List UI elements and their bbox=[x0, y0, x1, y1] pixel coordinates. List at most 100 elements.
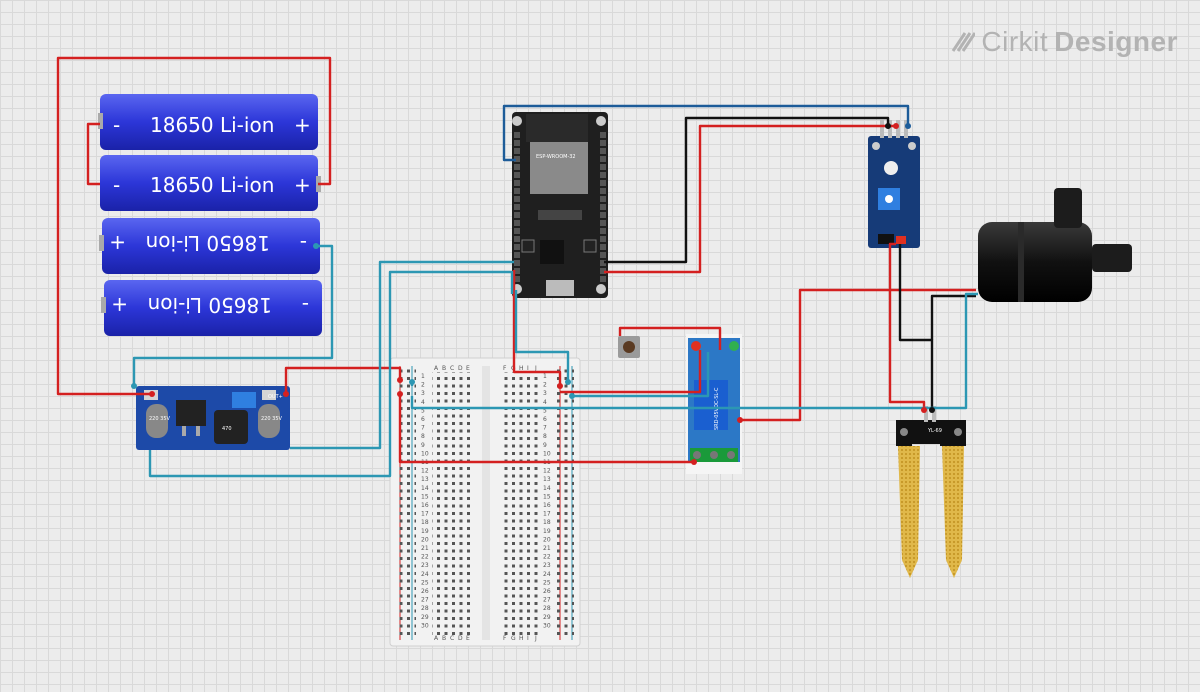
esp32-left-pin[interactable] bbox=[514, 204, 520, 210]
brand-suffix: Designer bbox=[1054, 26, 1178, 57]
battery-minus-label: - bbox=[302, 293, 309, 317]
moisture-sensor-module[interactable] bbox=[868, 120, 920, 248]
esp32-left-pin[interactable] bbox=[514, 236, 520, 242]
wire-reg-gnd bbox=[148, 270, 514, 478]
breadboard-row-label: 25 bbox=[421, 579, 429, 586]
esp32-left-pin[interactable] bbox=[514, 156, 520, 162]
wire-bb-relay-gnd bbox=[572, 352, 710, 398]
esp32-right-pin[interactable] bbox=[600, 268, 606, 274]
breadboard-row-label: 13 bbox=[421, 476, 429, 483]
esp32-left-pin[interactable] bbox=[514, 140, 520, 146]
esp32-right-pin[interactable] bbox=[600, 236, 606, 242]
breadboard-row-label: 22 bbox=[543, 554, 551, 561]
wires[interactable] bbox=[56, 56, 978, 478]
breadboard-row-label: 29 bbox=[543, 614, 551, 621]
breadboard-row-label: 7 bbox=[543, 425, 547, 432]
esp32-right-pin[interactable] bbox=[600, 260, 606, 266]
breadboard-row-label: 22 bbox=[421, 554, 429, 561]
battery-pack[interactable]: - 18650 Li-ion + - 18650 Li-ion + - 1865… bbox=[98, 94, 322, 336]
breadboard-col-label: I bbox=[527, 635, 529, 642]
push-button[interactable] bbox=[618, 336, 640, 358]
breadboard-row-label: 5 bbox=[421, 407, 425, 414]
breadboard-col-label: D bbox=[458, 365, 463, 372]
esp32-left-pin[interactable] bbox=[514, 212, 520, 218]
esp32-left-pin[interactable] bbox=[514, 276, 520, 282]
esp32-right-pin[interactable] bbox=[600, 156, 606, 162]
esp32-left-pin[interactable] bbox=[514, 196, 520, 202]
breadboard-row-label: 2 bbox=[421, 382, 425, 389]
wire-pump-minus bbox=[930, 294, 976, 340]
wire-esp-vin bbox=[512, 270, 562, 386]
water-pump[interactable] bbox=[978, 188, 1132, 302]
wire-button-relay bbox=[618, 326, 722, 350]
capacitor-2-label: 220 35V bbox=[261, 416, 282, 422]
breadboard-row-label: 14 bbox=[421, 485, 429, 492]
esp32-left-pin[interactable] bbox=[514, 244, 520, 250]
esp32-pin-headers[interactable] bbox=[514, 132, 606, 282]
battery-cell-1[interactable]: - 18650 Li-ion + bbox=[98, 94, 318, 150]
capacitor-1-label: 220 35V bbox=[149, 416, 170, 422]
esp32-right-pin[interactable] bbox=[600, 196, 606, 202]
esp32-left-pin[interactable] bbox=[514, 164, 520, 170]
wire-bb-relay-vcc bbox=[560, 350, 702, 394]
battery-plus-label: + bbox=[294, 173, 311, 197]
wire-bb-pump-gnd bbox=[410, 292, 978, 410]
wire-esp-sensor-gnd bbox=[604, 116, 890, 264]
esp32-right-pin[interactable] bbox=[600, 228, 606, 234]
wire-esp-bb-gnd bbox=[290, 260, 514, 450]
wire-pump-plus bbox=[740, 288, 976, 422]
esp32-board[interactable]: ESP-WROOM-32 bbox=[512, 112, 608, 298]
esp32-right-pin[interactable] bbox=[600, 172, 606, 178]
battery-cell-3[interactable]: - 18650 Li-ion + bbox=[99, 218, 320, 274]
cirkit-designer-logo: Cirkit Designer bbox=[949, 26, 1178, 58]
esp32-right-pin[interactable] bbox=[600, 164, 606, 170]
esp32-left-pin[interactable] bbox=[514, 252, 520, 258]
battery-cell-4[interactable]: - 18650 Li-ion + bbox=[101, 280, 322, 336]
breadboard-row-label: 25 bbox=[543, 579, 551, 586]
esp32-right-pin[interactable] bbox=[600, 244, 606, 250]
breadboard-col-label: J bbox=[534, 365, 537, 372]
esp32-left-pin[interactable] bbox=[514, 220, 520, 226]
breadboard-row-label: 28 bbox=[421, 605, 429, 612]
esp32-right-pin[interactable] bbox=[600, 148, 606, 154]
breadboard-row-label: 27 bbox=[543, 597, 551, 604]
breadboard-row-label: 19 bbox=[543, 528, 551, 535]
battery-cell-2[interactable]: - 18650 Li-ion + bbox=[100, 155, 321, 211]
wire-esp-sensor-vcc bbox=[604, 124, 896, 274]
breadboard-row-label: 27 bbox=[421, 597, 429, 604]
soil-probe[interactable]: YL-69 bbox=[896, 406, 966, 578]
breadboard-col-label: F bbox=[503, 365, 507, 372]
esp32-right-pin[interactable] bbox=[600, 140, 606, 146]
esp32-right-pin[interactable] bbox=[600, 188, 606, 194]
breadboard-row-label: 30 bbox=[421, 622, 429, 629]
esp32-left-pin[interactable] bbox=[514, 148, 520, 154]
breadboard-row-label: 26 bbox=[421, 588, 429, 595]
breadboard-row-label: 24 bbox=[421, 571, 429, 578]
esp32-left-pin[interactable] bbox=[514, 228, 520, 234]
breadboard-col-label: C bbox=[450, 365, 454, 372]
esp32-left-pin[interactable] bbox=[514, 260, 520, 266]
esp32-right-pin[interactable] bbox=[600, 180, 606, 186]
breadboard-row-label: 1 bbox=[543, 373, 547, 380]
buck-converter[interactable]: 220 35V 470 220 35V OUT+ bbox=[136, 386, 290, 450]
esp32-left-pin[interactable] bbox=[514, 132, 520, 138]
esp32-right-pin[interactable] bbox=[600, 220, 606, 226]
esp32-left-pin[interactable] bbox=[514, 172, 520, 178]
esp32-left-pin[interactable] bbox=[514, 268, 520, 274]
breadboard-row-label: 7 bbox=[421, 425, 425, 432]
breadboard-row-label: 17 bbox=[421, 511, 429, 518]
relay-module[interactable]: SRD-05VDC-SL-C bbox=[686, 334, 742, 474]
breadboard-row-label: 20 bbox=[421, 536, 429, 543]
breadboard-col-label: A bbox=[434, 635, 439, 642]
esp32-right-pin[interactable] bbox=[600, 276, 606, 282]
esp32-right-pin[interactable] bbox=[600, 212, 606, 218]
esp32-right-pin[interactable] bbox=[600, 132, 606, 138]
esp32-left-pin[interactable] bbox=[514, 188, 520, 194]
esp32-left-pin[interactable] bbox=[514, 180, 520, 186]
wire-endpoints bbox=[131, 123, 935, 465]
esp32-right-pin[interactable] bbox=[600, 252, 606, 258]
esp32-right-pin[interactable] bbox=[600, 204, 606, 210]
wire-sensor-probe bbox=[888, 242, 926, 410]
